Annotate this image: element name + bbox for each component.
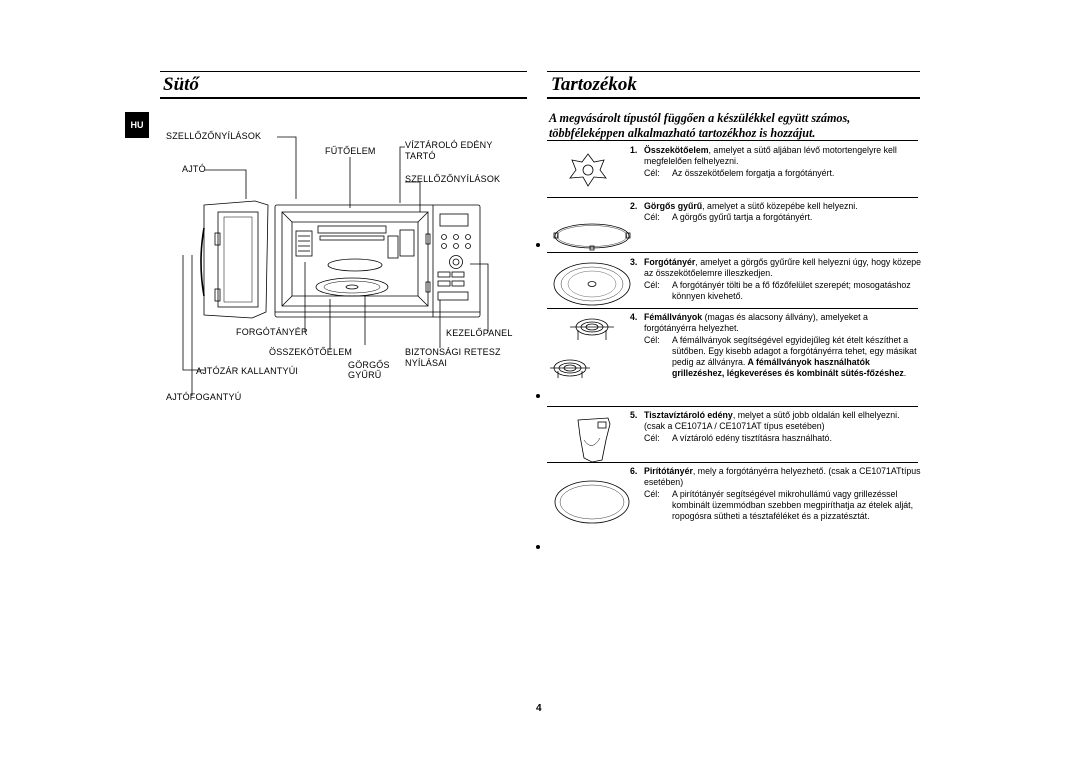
accessory-images [550, 153, 631, 524]
cel-bold-text: A fémállványok használhatók grillezéshez… [672, 357, 904, 379]
item-number: 3. [630, 257, 638, 267]
label-gorgos: GÖRGŐS [348, 360, 390, 370]
cel-text: Az összekötőelem forgatja a forgótányért… [672, 167, 835, 178]
accessory-item-1: 1. Összekötőelem, amelyet a sütő aljában… [630, 145, 922, 179]
intro-line-1: A megvásárolt típustól függően a készülé… [549, 111, 851, 125]
label-ajtofogantyu: AJTÓFOGANTYÚ [166, 392, 242, 402]
cel-label: Cél: [644, 212, 660, 223]
item-name: Pirítótányér [644, 466, 693, 476]
label-biztonsagi: BIZTONSÁGI RETESZ [405, 347, 501, 357]
cel-label: Cél: [644, 334, 660, 345]
item-text: , melyet a sütő jobb oldalán kell elhely… [644, 410, 900, 432]
cel-text: A fémállványok segítségével egyidejűleg … [672, 334, 917, 368]
cel-end: . [903, 368, 907, 379]
cel-label: Cél: [644, 167, 660, 178]
label-viztarolo: VÍZTÁROLÓ EDÉNY [405, 140, 493, 150]
oven-diagram [182, 136, 489, 396]
left-top-rule [160, 71, 527, 72]
item-text: , amelyet a sütő aljában lévő motortenge… [644, 145, 897, 167]
label-ajtozar: AJTÓZÁR KALLANTYÚI [196, 366, 299, 376]
label-gyuru: GYŰRŰ [348, 370, 382, 380]
cel-text: A pirítótányér segítségével mikrohullámú… [672, 488, 914, 522]
separator [547, 197, 918, 198]
item-text: , amelyet a görgős gyűrűre kell helyezni… [644, 257, 922, 279]
label-ajto: AJTÓ [182, 164, 206, 174]
separator [547, 140, 918, 141]
item-name: Fémállványok [644, 312, 703, 322]
item-number: 5. [630, 410, 638, 420]
right-bottom-rule [547, 97, 920, 99]
cel-text: A víztároló edény tisztításra használhat… [672, 432, 832, 443]
cel-label: Cél: [644, 279, 660, 290]
item-name: Tisztavíztároló edény [644, 410, 733, 420]
accessory-item-4: 4. Fémállványok (magas és alacsony állvá… [630, 312, 922, 380]
item-number: 6. [630, 466, 638, 476]
intro-line-2: többféleképpen alkalmazható tartozékhoz … [549, 126, 816, 140]
item-text: (magas és alacsony állvány), amelyeket a… [644, 312, 868, 334]
item-number: 1. [630, 145, 638, 155]
separator [547, 252, 918, 253]
margin-dot [536, 243, 540, 247]
label-futoelem: FŰTŐELEM [325, 146, 376, 156]
label-osszekotoelem: ÖSSZEKÖTŐELEM [269, 347, 353, 357]
item-text: , mely a forgótányérra helyezhető. (csak… [644, 466, 921, 488]
accessory-item-3: 3. Forgótányér, amelyet a görgős gyűrűre… [630, 257, 922, 302]
label-tarto: TARTÓ [405, 151, 436, 161]
item-number: 2. [630, 201, 638, 211]
label-kezelopanel: KEZELŐPANEL [446, 328, 513, 338]
item-number: 4. [630, 312, 638, 322]
item-name: Görgős gyűrű [644, 201, 703, 211]
accessory-item-5: 5. Tisztavíztároló edény, melyet a sütő … [630, 410, 922, 444]
right-section-title: Tartozékok [551, 74, 637, 95]
right-top-rule [547, 71, 920, 72]
left-bottom-rule [160, 97, 527, 99]
item-name: Forgótányér [644, 257, 696, 267]
accessories-intro: A megvásárolt típustól függően a készülé… [549, 111, 929, 141]
cel-label: Cél: [644, 432, 660, 443]
label-szellozo-right: SZELLŐZŐNYÍLÁSOK [405, 174, 501, 184]
language-badge: HU [125, 112, 149, 138]
label-szellozo-top: SZELLŐZŐNYÍLÁSOK [166, 131, 262, 141]
left-section-title: Sütő [163, 74, 199, 95]
cel-text: A forgótányér tölti be a fő főzőfelület … [672, 279, 911, 301]
label-forgotanyer: FORGÓTÁNYÉR [236, 327, 308, 337]
item-name: Összekötőelem [644, 145, 709, 155]
margin-dot [536, 545, 540, 549]
margin-dot [536, 394, 540, 398]
accessory-item-6: 6. Pirítótányér, mely a forgótányérra he… [630, 466, 922, 522]
item-text: , amelyet a sütő közepébe kell helyezni. [702, 201, 858, 211]
cel-label: Cél: [644, 488, 660, 499]
page-number: 4 [536, 703, 542, 714]
separator [547, 406, 918, 407]
cel-text: A görgős gyűrű tartja a forgótányért. [672, 212, 813, 223]
accessory-item-2: 2. Görgős gyűrű, amelyet a sütő közepébe… [630, 201, 922, 224]
label-nyilasai: NYÍLÁSAI [405, 358, 448, 368]
separator [547, 462, 918, 463]
separator [547, 308, 918, 309]
